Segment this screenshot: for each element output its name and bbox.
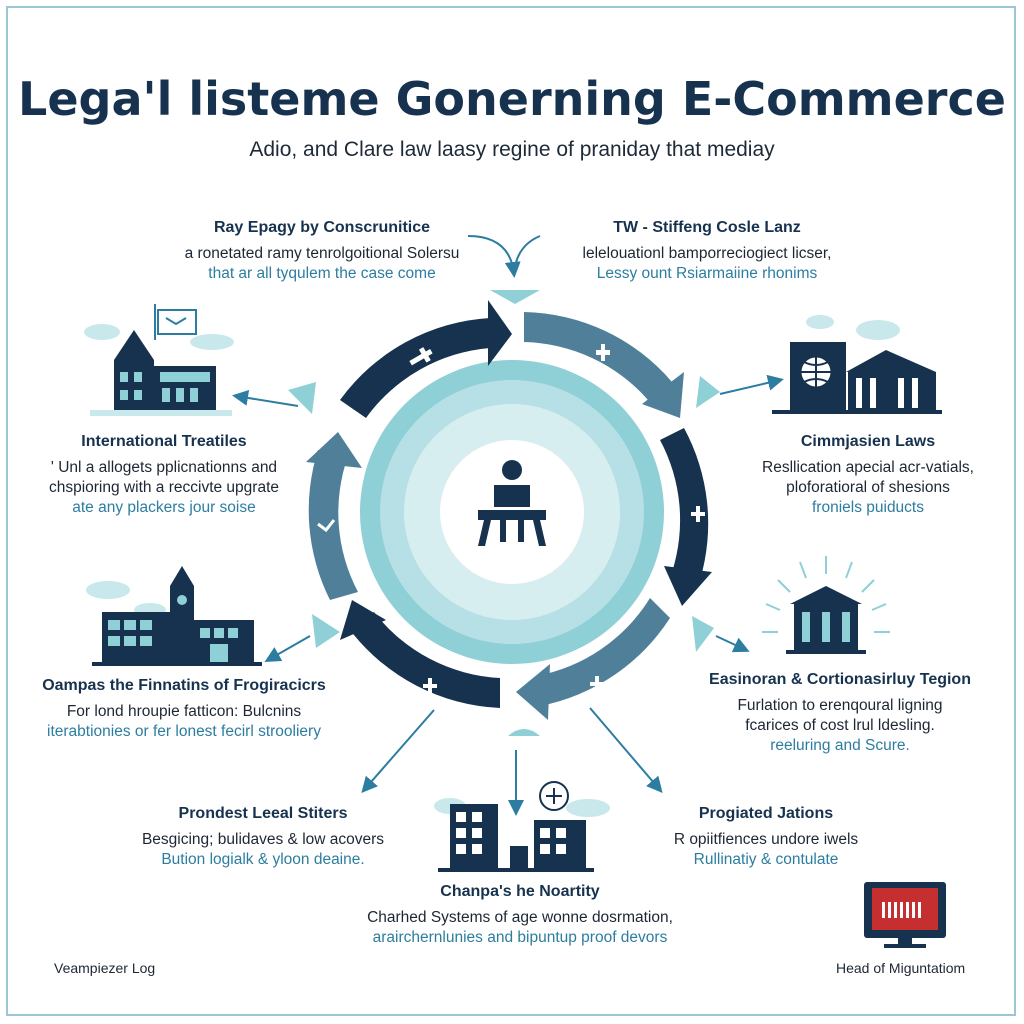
- ring-segment-left: [308, 450, 358, 600]
- desc-line-2: arairchernlunies and bipuntup proof devo…: [372, 929, 668, 946]
- page-title: Lega'l listeme Gonerning E-Commerce: [18, 72, 1006, 126]
- desc-line-1: Besgicing; bulidaves & low acovers: [141, 831, 385, 848]
- block-bottom-center: Chanpa's he Noartity Charhed Systems of …: [340, 882, 700, 948]
- courthouse-icon: [762, 556, 890, 654]
- desc-line-1: For lond hroupie fatticon: Bulcnins: [66, 703, 302, 720]
- page-subtitle: Adio, and Clare law laasy regine of pran…: [249, 138, 775, 161]
- heading: Cimmjasien Laws: [800, 433, 936, 450]
- heading: Easinoran & Cortionasirluy Tegion: [709, 671, 971, 688]
- desc-line-3: ate any plackers jour soise: [72, 499, 256, 516]
- ring-segment-bottom-right: [536, 598, 670, 706]
- heading: Ray Epagy by Conscrunitice: [213, 219, 431, 236]
- desc-line-1: Resllication apecial acr-vatials,: [762, 459, 974, 476]
- block-top-left: Ray Epagy by Conscrunitice a ronetated r…: [172, 218, 472, 284]
- desc-line-3: reeluring and Scure.: [770, 737, 910, 754]
- block-bottom-right: Progiated Jations R opiitfiences undore …: [636, 804, 896, 870]
- person-at-desk-icon: [478, 460, 546, 546]
- cycle-ring: [306, 300, 712, 720]
- desc-line-2: iterabtionies or fer lonest fecirl stroo…: [47, 723, 321, 740]
- monitor-icon: [864, 882, 946, 948]
- heading: TW - Stiffeng Cosle Lanz: [613, 219, 801, 236]
- government-building-icon: [90, 304, 232, 416]
- heading: Chanpa's he Noartity: [440, 883, 600, 900]
- desc-line-1: lelelouationl bamporreciogiect licser,: [582, 245, 832, 262]
- footer-left: Veampiezer Log: [54, 960, 156, 976]
- ring-segment-top-left: [340, 318, 490, 418]
- heading: Progiated Jations: [698, 805, 834, 822]
- city-buildings-icon: [92, 566, 262, 666]
- petal-markers: [288, 290, 720, 736]
- block-right-2: Easinoran & Cortionasirluy Tegion Furlat…: [680, 670, 1000, 756]
- ring-segment-bottom-left: [350, 612, 500, 708]
- desc-line-2: fcarices of cost lrul ldesling.: [745, 717, 935, 734]
- desc-line-2: Bution logialk & yloon deaine.: [161, 851, 365, 868]
- desc-line-2: that ar all tyqulem the case come: [208, 265, 436, 282]
- connector-arrows: [232, 235, 784, 816]
- heading: Oampas the Finnatins of Frogiracicrs: [42, 677, 326, 694]
- page-frame: [6, 6, 1016, 1016]
- ring-segment-right: [660, 428, 709, 580]
- desc-line-1: a ronetated ramy tenrolgoitional Solersu: [184, 245, 460, 262]
- office-buildings-icon: [438, 781, 594, 872]
- heading: Prondest Leeal Stiters: [178, 805, 348, 822]
- desc-line-2: Lessy ount Rsiarmaiine rhonims: [596, 265, 818, 282]
- block-top-right: TW - Stiffeng Cosle Lanz lelelouationl b…: [548, 218, 866, 284]
- block-right-1: Cimmjasien Laws Resllication apecial acr…: [718, 432, 1018, 518]
- desc-line-1: ' Unl a allogets pplicnationns and: [50, 459, 278, 476]
- plus-icon: [317, 344, 705, 694]
- ring-segment-top-right: [524, 312, 672, 400]
- desc-line-2: Rullinatiy & contulate: [693, 851, 839, 868]
- desc-line-1: R opiitfiences undore iwels: [673, 831, 859, 848]
- block-left-2: Oampas the Finnatins of Frogiracicrs For…: [14, 676, 354, 742]
- globe-building-icon: [772, 342, 942, 414]
- desc-line-1: Furlation to erenqoural ligning: [737, 697, 943, 714]
- desc-line-2: chspioring with a reccivte upgrate: [48, 479, 280, 496]
- desc-line-1: Charhed Systems of age wonne dosrmation,: [367, 909, 673, 926]
- block-bottom-left: Prondest Leeal Stiters Besgicing; bulida…: [118, 804, 408, 870]
- desc-line-3: froniels puiducts: [811, 499, 924, 516]
- footer-right: Head of Miguntatiom: [836, 960, 966, 976]
- desc-line-2: ploforatioral of shesions: [786, 479, 950, 496]
- block-left-1: International Treatiles ' Unl a allogets…: [14, 432, 314, 518]
- heading: International Treatiles: [81, 433, 247, 450]
